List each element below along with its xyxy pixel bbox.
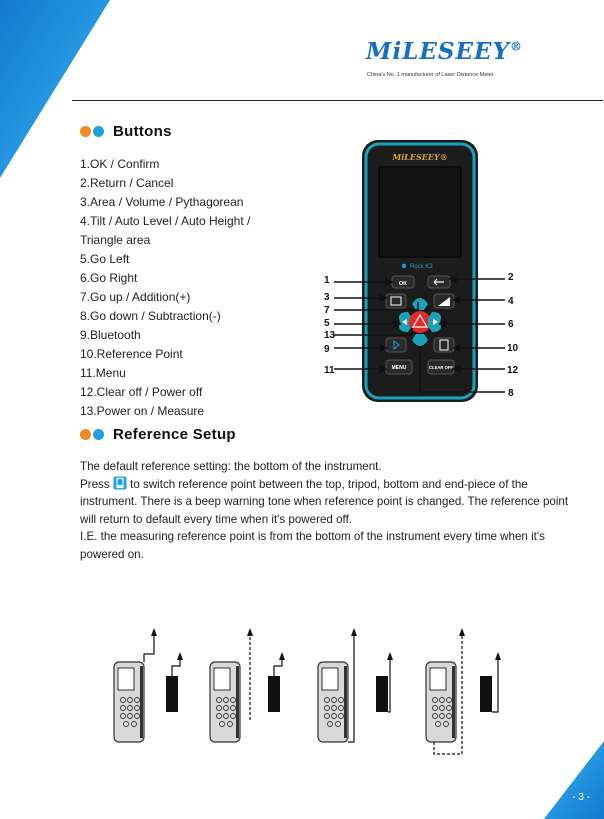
registered-mark: ®	[510, 39, 523, 54]
list-item: 10.Reference Point	[80, 347, 183, 361]
reference-section-title: Reference Setup	[113, 425, 236, 443]
callout-arrowhead	[379, 364, 388, 374]
callout-arrowhead	[385, 277, 394, 287]
callout-arrowhead	[452, 295, 461, 305]
list-item: 4.Tilt / Auto Level / Auto Height /	[80, 214, 251, 228]
callout-label: 12	[507, 365, 519, 376]
reference-paragraph: Press to switch reference point between …	[80, 476, 585, 529]
clear-key	[427, 359, 455, 375]
reference-diagram-end-piece	[425, 628, 501, 755]
list-item: 13.Power on / Measure	[80, 404, 205, 418]
reference-text: Press	[80, 477, 110, 491]
reference-diagram-bottom	[317, 628, 393, 743]
laser-warning-icon	[411, 313, 429, 328]
callout-label: 4	[508, 296, 514, 307]
list-item: 8.Go down / Subtraction(-)	[80, 309, 221, 323]
device-illustration: MiLESEEY® Rock K3 OK	[324, 140, 519, 402]
return-arrow-icon	[433, 278, 444, 286]
buttons-section-heading: Buttons	[80, 121, 172, 141]
callout-label: 11	[324, 365, 335, 376]
reference-point-diagrams	[113, 628, 501, 755]
bluetooth-indicator-icon	[401, 263, 407, 269]
callout-arrowhead	[452, 343, 461, 353]
reference-key	[433, 337, 455, 353]
triangle-icon	[438, 297, 450, 306]
callout-label: 10	[507, 343, 519, 354]
callout-label: 8	[508, 388, 514, 399]
buttons-list: 1.OK / Confirm 2.Return / Cancel 3.Area …	[80, 155, 350, 421]
corner-triangle-bottom-right	[544, 741, 604, 819]
list-item: 2.Return / Cancel	[80, 176, 174, 190]
callout-arrowhead	[393, 319, 402, 329]
orange-dot-icon	[80, 428, 91, 440]
callout-label: 2	[508, 272, 514, 283]
blue-dot-icon	[93, 125, 104, 137]
callout-arrowhead	[452, 364, 461, 374]
corner-triangle-top-left	[0, 0, 110, 178]
list-item: 3.Area / Volume / Pythagorean	[80, 195, 244, 209]
callout-label: 13	[324, 330, 336, 341]
device-screen-inner	[380, 168, 460, 256]
list-item: 1.OK / Confirm	[80, 157, 160, 171]
menu-key-label: MENU	[392, 365, 407, 371]
bluetooth-key	[385, 337, 407, 353]
reference-key-icon	[113, 476, 127, 489]
reference-diagram-tripod	[209, 628, 285, 743]
brand-logo: MiLESEEY®	[366, 38, 523, 65]
down-key	[412, 334, 428, 346]
list-item: 12.Clear off / Power off	[80, 385, 203, 399]
callout-label: 3	[324, 292, 330, 303]
page-number: - 3 -	[572, 792, 590, 803]
area-icon	[390, 296, 402, 306]
reference-diagram-top	[113, 628, 183, 743]
callout-label: 7	[324, 305, 330, 316]
list-item: Triangle area	[80, 233, 151, 247]
brand-logo-text: MiLESEEY	[366, 38, 510, 65]
device-model-label: Rock K3	[410, 264, 433, 270]
menu-key	[385, 359, 413, 375]
reference-paragraph: The default reference setting: the botto…	[80, 460, 382, 473]
list-item: 5.Go Left	[80, 252, 130, 266]
list-item: 9.Bluetooth	[80, 328, 141, 342]
up-key	[412, 298, 428, 310]
reference-point-icon	[439, 339, 449, 351]
callout-arrowhead	[379, 343, 388, 353]
list-item: 7.Go up / Addition(+)	[80, 290, 191, 304]
reference-description: The default reference setting: the botto…	[80, 458, 585, 563]
callout-label: 6	[508, 319, 514, 330]
clear-key-label: CLEAR OFF	[429, 365, 453, 370]
brand-tagline: China's No. 1 manufacturer of Laser Dist…	[367, 72, 494, 78]
orange-dot-icon	[80, 125, 91, 137]
right-arrow-icon	[433, 319, 438, 325]
blue-dot-icon	[93, 428, 104, 440]
ok-key-label: OK	[399, 281, 407, 287]
list-item: 6.Go Right	[80, 271, 138, 285]
callout-arrowhead	[448, 274, 457, 284]
reference-section-heading: Reference Setup	[80, 424, 236, 444]
callout-label: 9	[324, 344, 330, 355]
reference-paragraph: I.E. the measuring reference point is fr…	[80, 530, 545, 561]
callout-label: 1	[324, 275, 330, 286]
header-divider	[72, 100, 603, 101]
callout-arrowhead	[379, 293, 388, 303]
buttons-section-title: Buttons	[113, 122, 172, 140]
list-item: 11.Menu	[80, 366, 126, 380]
device-brand-label: MiLESEEY®	[391, 152, 447, 162]
area-key	[385, 293, 407, 309]
callout-label: 5	[324, 318, 330, 329]
left-arrow-icon	[402, 319, 407, 325]
device-teal-frame	[364, 142, 476, 400]
bluetooth-icon	[393, 339, 400, 351]
callout-arrowhead	[438, 319, 447, 329]
reference-text: to switch reference point between the to…	[80, 477, 569, 526]
